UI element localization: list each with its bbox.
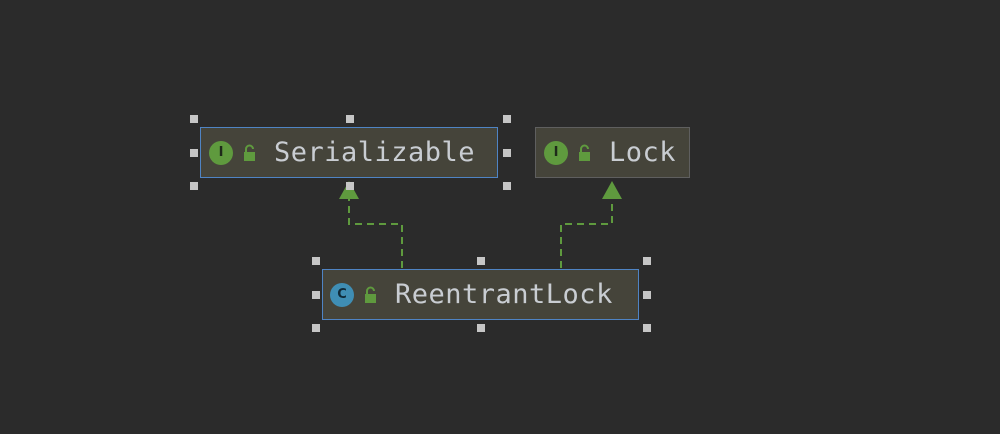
selection-handle[interactable] xyxy=(503,149,511,157)
selection-handle[interactable] xyxy=(190,149,198,157)
selection-handle[interactable] xyxy=(503,115,511,123)
selection-handle[interactable] xyxy=(643,257,651,265)
edge-reentrantlock-to-serializable[interactable] xyxy=(348,198,403,268)
selection-handle[interactable] xyxy=(312,257,320,265)
selection-handle[interactable] xyxy=(643,324,651,332)
unlocked-padlock-icon xyxy=(579,144,590,161)
unlocked-padlock-icon xyxy=(365,286,376,303)
class-icon: C xyxy=(330,282,354,307)
arrowhead-serializable xyxy=(339,181,359,199)
node-label-lock: Lock xyxy=(609,137,677,168)
selection-handle[interactable] xyxy=(643,291,651,299)
selection-handle[interactable] xyxy=(190,182,198,190)
selection-handle[interactable] xyxy=(477,324,485,332)
edge-reentrantlock-to-lock[interactable] xyxy=(560,198,613,268)
selection-handle[interactable] xyxy=(477,257,485,265)
unlocked-padlock-icon xyxy=(244,144,255,161)
selection-handle[interactable] xyxy=(503,182,511,190)
node-serializable[interactable]: I Serializable xyxy=(200,127,498,178)
node-lock[interactable]: I Lock xyxy=(535,127,690,178)
node-reentrantlock[interactable]: C ReentrantLock xyxy=(322,269,639,320)
interface-icon: I xyxy=(209,140,233,165)
selection-handle[interactable] xyxy=(190,115,198,123)
interface-icon: I xyxy=(544,140,568,165)
arrowhead-lock xyxy=(602,181,622,199)
selection-handle[interactable] xyxy=(346,115,354,123)
node-label-serializable: Serializable xyxy=(274,137,476,168)
selection-handle[interactable] xyxy=(312,291,320,299)
selection-handle[interactable] xyxy=(346,182,354,190)
node-label-reentrantlock: ReentrantLock xyxy=(395,279,613,310)
selection-handle[interactable] xyxy=(312,324,320,332)
